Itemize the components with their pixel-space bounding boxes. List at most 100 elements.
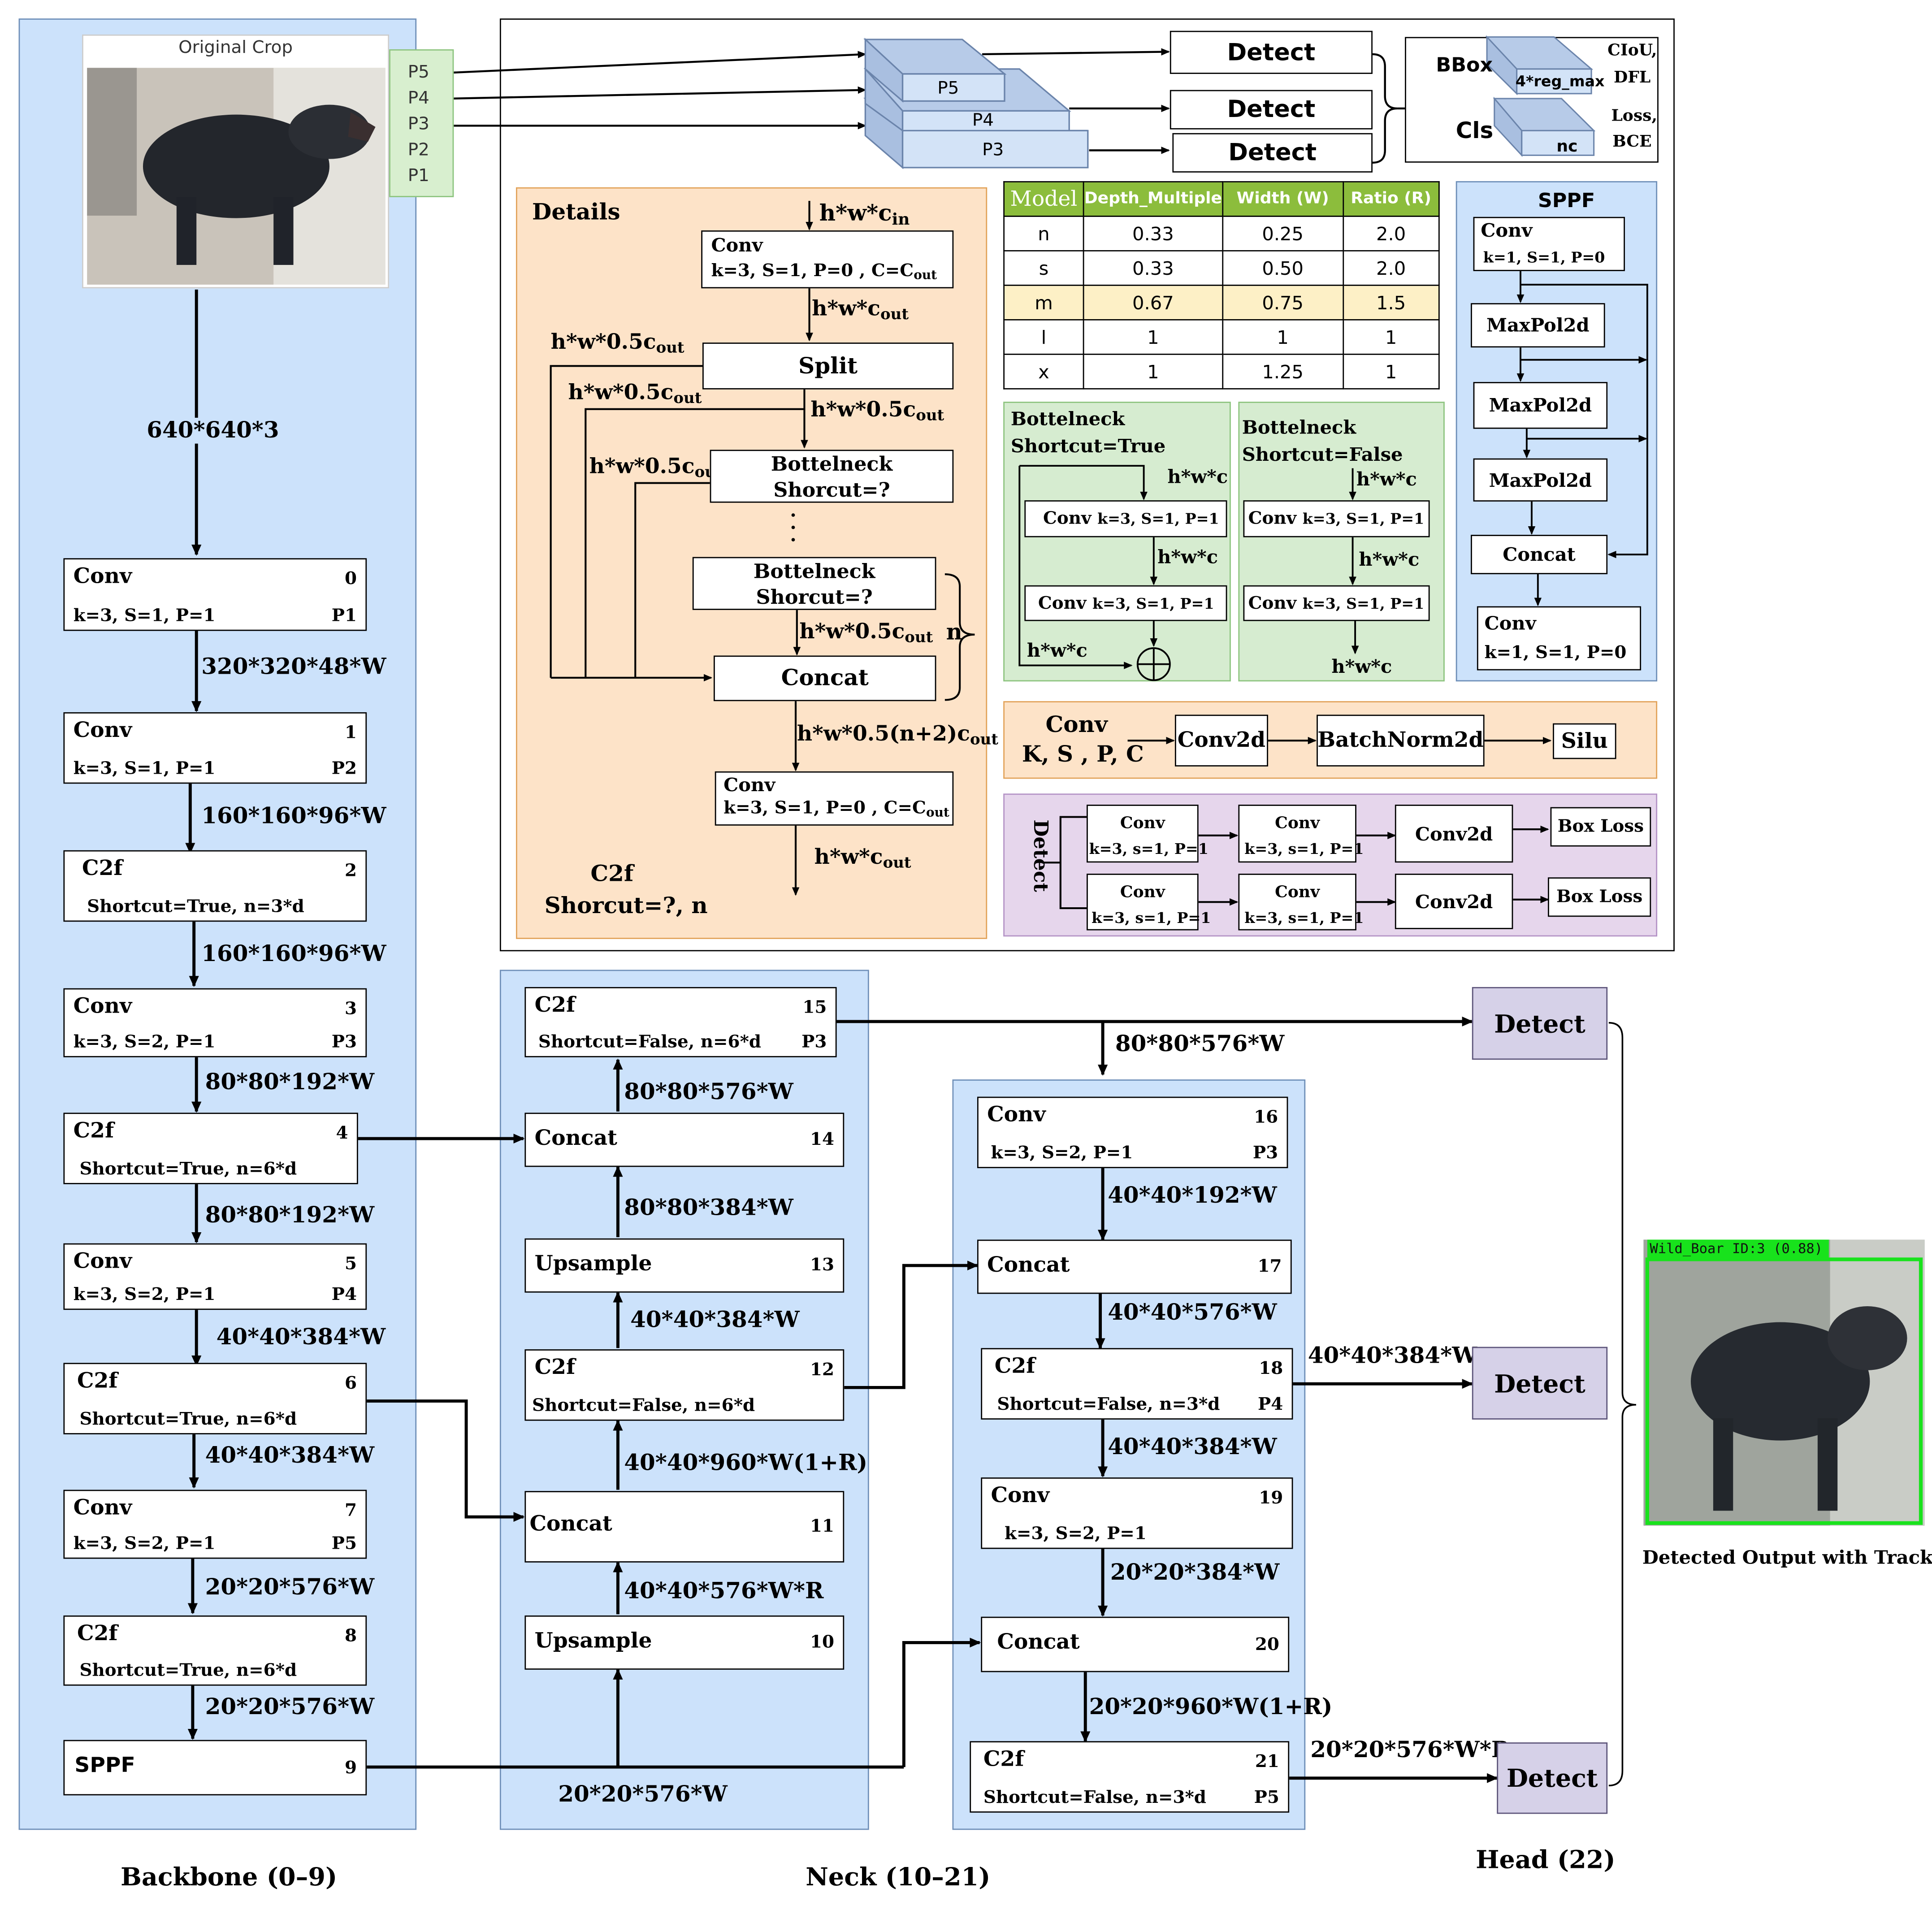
bt-dim-in: h*w*c [1167, 466, 1228, 488]
bt-title: Bottelneck [1010, 407, 1125, 430]
input-dim: 640*640*3 [147, 417, 279, 444]
bf-sub: Shortcut=False [1242, 443, 1403, 466]
model-table-cell: 1.5 [1342, 285, 1440, 320]
details-bottleneck-1: Bottelneck Shorcut=? [710, 450, 954, 503]
model-table-cell: l [1003, 319, 1084, 355]
details-in-dim: h*w*cin [819, 201, 910, 230]
model-table-cell: x [1003, 353, 1084, 390]
top-detect-1: Detect [1170, 30, 1373, 74]
top-detect-2: Detect [1170, 90, 1373, 130]
bt-sub: Shortcut=True [1010, 435, 1166, 457]
neck-dim-10: 20*20*576*W [558, 1782, 728, 1808]
backbone-dim-6: 40*40*384*W [205, 1443, 375, 1469]
details-c2f-sub: Shorcut=?, n [544, 893, 708, 919]
p-level-3: P3 [407, 114, 429, 134]
cls-loss-b: BCE [1612, 133, 1652, 152]
loss-cubes [1485, 35, 1596, 157]
bf-conv-1: Conv k=3, S=1, P=1 [1243, 500, 1430, 537]
conv-def-params: K, S , P, C [1022, 741, 1144, 768]
bf-dim-in: h*w*c [1356, 468, 1417, 491]
backbone-dim-7: 20*20*576*W [205, 1575, 375, 1601]
bt-conv-2: Conv k=3, S=1, P=1 [1024, 585, 1227, 621]
details-concat: Concat [713, 655, 936, 702]
neck-dim-13: 40*40*384*W [630, 1307, 800, 1334]
detect-def-loss-b: Box Loss [1548, 877, 1651, 917]
top-detect-3: Detect [1172, 133, 1373, 173]
head-detect-p3: Detect [1472, 987, 1608, 1060]
neck-dim-20: 20*20*384*W [1110, 1560, 1280, 1586]
head-detect-p5: Detect [1497, 1742, 1608, 1814]
model-table-header: Model Depth_Multiple Width (W) Ratio (R) [1003, 181, 1440, 217]
details-dim-after-conv: h*w*cout [812, 297, 909, 323]
detect-def-conv-b2: Conv k=3, s=1, P=1 [1238, 874, 1364, 931]
neck-dim-11: 40*40*576*W*R [624, 1578, 824, 1605]
conv-def-conv2d: Conv2d [1174, 715, 1268, 767]
model-table-cell: 2.0 [1342, 250, 1440, 286]
feature-cubes [863, 38, 1089, 169]
model-table-cell: 1 [1222, 319, 1344, 355]
model-table-header-cell: Model [1003, 181, 1084, 217]
head-label: Head (22) [1476, 1845, 1616, 1875]
model-table-header-cell: Width (W) [1222, 181, 1344, 217]
model-table: Model Depth_Multiple Width (W) Ratio (R)… [1003, 181, 1440, 390]
bbox-loss-b: DFL [1614, 69, 1651, 88]
sppf-maxpool-3: MaxPol2d [1473, 458, 1608, 502]
details-half-3: h*w*0.5cout [810, 398, 944, 424]
model-table-header-cell: Ratio (R) [1342, 181, 1440, 217]
details-bottleneck-n: Bottelneck Shorcut=? [692, 557, 936, 610]
neck-dim-17: 40*40*192*W [1108, 1183, 1277, 1209]
neck-out-dim-p5: 20*20*576*W*R [1310, 1737, 1510, 1763]
backbone-dim-3: 80*80*192*W [205, 1070, 375, 1096]
details-split: Split [702, 342, 954, 390]
original-crop-frame: Original Crop [82, 34, 390, 289]
bf-title: Bottelneck [1242, 416, 1356, 439]
sppf-maxpool-1: MaxPol2d [1471, 303, 1605, 348]
details-final-out: h*w*cout [814, 845, 911, 871]
details-half-4: h*w*0.5cout [589, 455, 723, 481]
bbox-label: BBox [1436, 53, 1493, 77]
details-c2f-label: C2f [590, 861, 634, 888]
model-table-header-cell: Depth_Multiple [1083, 181, 1223, 217]
backbone-label: Backbone (0–9) [121, 1862, 338, 1892]
backbone-dim-1: 160*160*96*W [201, 803, 386, 830]
neck-dim-19: 40*40*384*W [1108, 1434, 1277, 1460]
head-detect-p4: Detect [1472, 1347, 1608, 1420]
bf-conv-2: Conv k=3, S=1, P=1 [1243, 585, 1430, 621]
detected-output-frame: Wild_Boar ID:3 (0.88) [1643, 1239, 1925, 1526]
neck-label: Neck (10–21) [806, 1862, 991, 1892]
neck-dim-18: 40*40*576*W [1108, 1300, 1277, 1326]
neck-dim-21: 20*20*960*W(1+R) [1089, 1694, 1333, 1720]
neck-dim-15: 80*80*576*W [624, 1079, 793, 1105]
detect-def-conv2d-a: Conv2d [1395, 805, 1513, 863]
model-table-cell: n [1003, 216, 1084, 251]
detect-def-title: Detect [1029, 819, 1053, 892]
sppf-maxpool-2: MaxPol2d [1473, 382, 1608, 429]
detected-output-caption: Detected Output with TrackId [1642, 1546, 1932, 1569]
nc-label: nc [1556, 138, 1578, 157]
model-table-cell: m [1003, 285, 1084, 320]
model-table-cell: 1 [1083, 353, 1223, 390]
backbone-dim-4: 80*80*192*W [205, 1203, 375, 1229]
neck-right-panel [952, 1079, 1306, 1830]
neck-dim-14: 80*80*384*W [624, 1195, 793, 1221]
detect-def-loss-a: Box Loss [1550, 807, 1651, 847]
details-conv-1: Conv k=3, S=1, P=0 , C=Cout [701, 230, 954, 289]
p-level-4: P4 [407, 88, 429, 108]
model-table-cell: 0.50 [1222, 250, 1344, 286]
neck-out-dim-p4: 40*40*384*W [1308, 1343, 1477, 1369]
p-level-2: P2 [407, 140, 429, 160]
model-table-cell: 0.75 [1222, 285, 1344, 320]
